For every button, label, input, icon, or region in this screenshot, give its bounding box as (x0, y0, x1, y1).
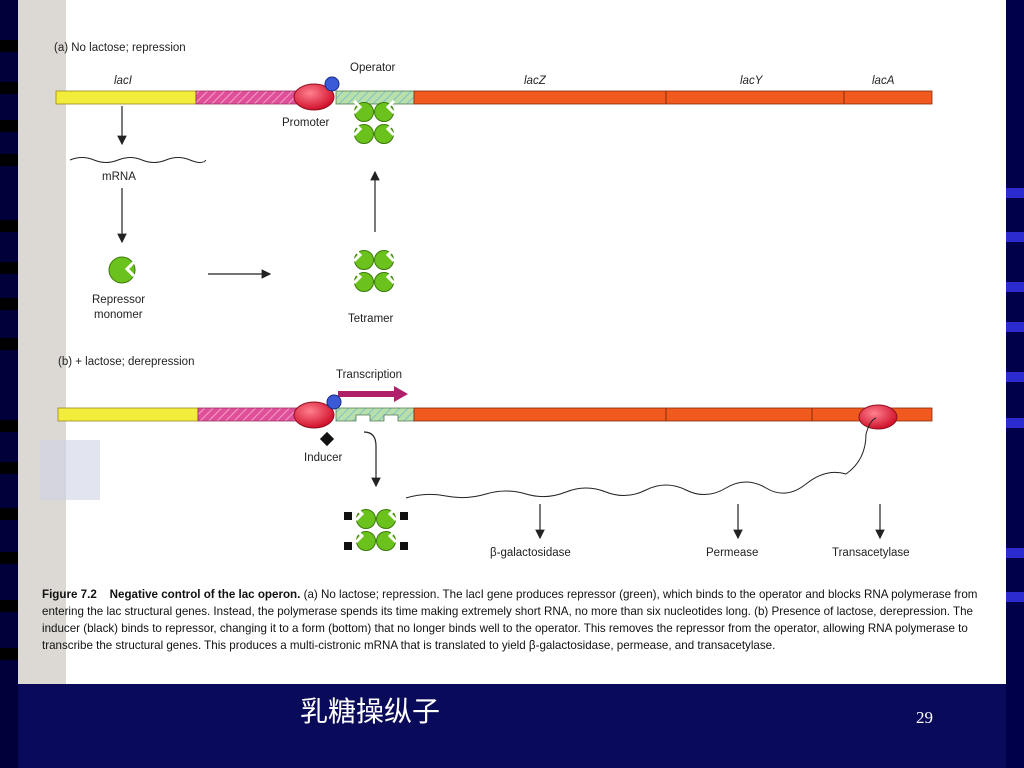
inducer-label: Inducer (304, 452, 343, 464)
polycistronic-mrna-wave (405, 417, 877, 499)
promoter-segment (197, 407, 309, 422)
right-stripe (1006, 548, 1024, 558)
left-stripe (0, 220, 18, 232)
rna-polymerase-icon (293, 83, 335, 111)
left-stripe (0, 600, 18, 612)
repressor-tetramer-icon (354, 101, 394, 144)
figure-title: Negative control of the lac operon. (109, 588, 301, 601)
right-stripe (1006, 188, 1024, 198)
sigma-factor-icon (324, 76, 340, 92)
repressor-tetramer-icon (354, 249, 394, 292)
slide-title: 乳糖操纵子 (300, 695, 441, 728)
left-stripe (0, 120, 18, 132)
product-label-2: Permease (706, 547, 758, 559)
product-label-3: Transacetylase (832, 547, 910, 559)
tetramer-label: Tetramer (348, 313, 394, 325)
right-stripe (1006, 372, 1024, 382)
lac-operon-diagram: (a) No lactose; repression lacI lacZ lac… (18, 0, 933, 684)
right-stripe (1006, 282, 1024, 292)
laca-label: lacA (872, 75, 895, 87)
right-stripe (1006, 232, 1024, 242)
transcription-label: Transcription (336, 369, 402, 381)
caption-text: (a) No lactose; repression. The lacI gen… (42, 588, 978, 652)
laci-gene-segment (57, 407, 199, 422)
repressor-monomer-icon (108, 256, 136, 284)
operator-label: Operator (350, 62, 396, 74)
slide-page-number: 29 (916, 708, 933, 727)
panel-b-heading: (b) + lactose; derepression (58, 356, 194, 368)
scan-artifact (40, 440, 100, 500)
rna-polymerase-icon (293, 401, 335, 429)
mrna-wave (69, 157, 207, 163)
left-stripe (0, 552, 18, 564)
panel-a-heading: (a) No lactose; repression (54, 42, 186, 54)
transcription-arrow-icon (338, 386, 408, 402)
dna-strand-b (57, 407, 933, 422)
repressor-label-line1: Repressor (92, 294, 145, 306)
inactive-repressor-icon (344, 508, 408, 551)
right-stripe (1006, 592, 1024, 602)
operator-segment (335, 407, 415, 422)
lacy-label: lacY (740, 75, 764, 87)
promoter-segment (195, 90, 307, 105)
figure-caption: Figure 7.2 Negative control of the lac o… (42, 586, 987, 654)
dna-strand-a (55, 90, 933, 105)
rna-polymerase-icon (858, 404, 898, 430)
left-stripe (0, 338, 18, 350)
left-stripe (0, 262, 18, 274)
left-stripe (0, 40, 18, 52)
operator-segment (335, 90, 415, 105)
right-stripe (1006, 418, 1024, 428)
right-stripe (1006, 322, 1024, 332)
left-stripe (0, 298, 18, 310)
laci-gene-segment (55, 90, 197, 105)
structural-genes-segment (413, 90, 933, 105)
structural-genes-segment (413, 407, 933, 422)
left-stripe (0, 82, 18, 94)
laci-label: lacI (114, 75, 133, 87)
figure-number: Figure 7.2 (42, 588, 97, 601)
repressor-label-line2: monomer (94, 309, 143, 321)
left-stripe (0, 154, 18, 166)
sigma-factor-icon (326, 394, 342, 410)
page-gutter-shadow (18, 0, 66, 684)
lacz-label: lacZ (524, 75, 547, 87)
left-stripe (0, 420, 18, 432)
right-decor-bar (1006, 0, 1024, 768)
product-label-1: β-galactosidase (490, 547, 571, 559)
left-stripe (0, 648, 18, 660)
promoter-label: Promoter (282, 117, 329, 129)
left-stripe (0, 508, 18, 520)
mrna-label: mRNA (102, 171, 136, 183)
left-stripe (0, 462, 18, 474)
left-decor-bar (0, 0, 18, 768)
inducer-diamond-icon (319, 431, 335, 447)
arrow-inducer-to-repressor (363, 431, 381, 488)
figure-scan: (a) No lactose; repression lacI lacZ lac… (18, 0, 1006, 684)
